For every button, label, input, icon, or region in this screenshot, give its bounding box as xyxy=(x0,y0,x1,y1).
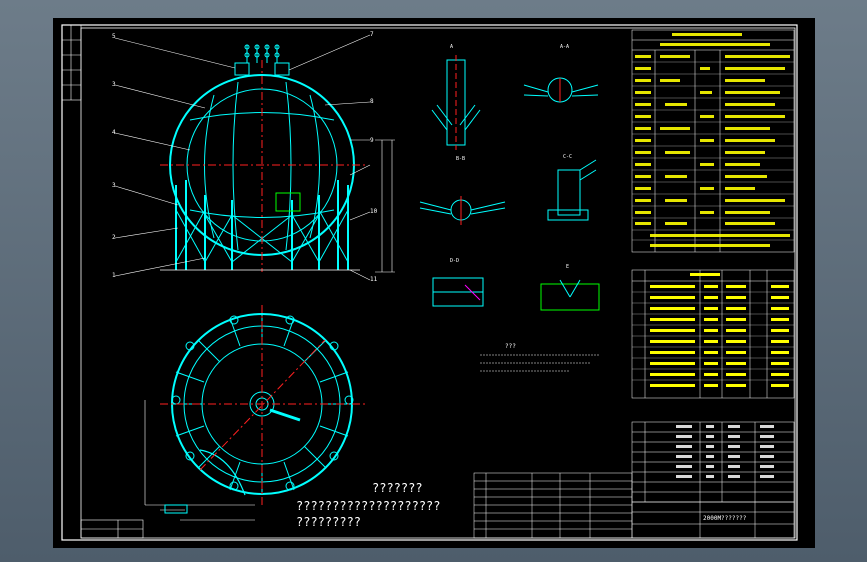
svg-text:C-C: C-C xyxy=(563,154,572,160)
title-block xyxy=(631,501,795,539)
sheet-border xyxy=(61,24,798,541)
svg-text:11: 11 xyxy=(370,276,378,283)
nozzle-table xyxy=(631,269,795,399)
spec-table-text xyxy=(635,33,790,247)
svg-text:10: 10 xyxy=(370,208,378,215)
big-note-line2: ???????????????????? xyxy=(296,499,441,513)
big-note: ??????? ???????????????????? ????????? xyxy=(296,481,441,529)
svg-text:8: 8 xyxy=(370,98,374,105)
detail-views xyxy=(419,55,600,311)
sphere-plan xyxy=(144,305,365,521)
parts-list xyxy=(631,421,795,503)
svg-text:7: 7 xyxy=(370,31,374,38)
big-note-line3: ????????? xyxy=(296,515,361,529)
spec-table xyxy=(631,29,795,253)
bom-table xyxy=(473,472,633,539)
big-note-line1: ??????? xyxy=(372,481,423,495)
svg-text:3: 3 xyxy=(112,182,116,189)
svg-text:D-D: D-D xyxy=(450,258,459,264)
title-block-name: 2000M??????? xyxy=(703,515,747,522)
svg-text:E: E xyxy=(566,264,569,270)
bottom-left-block xyxy=(80,519,144,539)
svg-text:1: 1 xyxy=(112,272,116,279)
nozzle-table-text xyxy=(650,273,789,387)
drawing-sheet xyxy=(53,18,815,548)
svg-text:A-A: A-A xyxy=(560,44,569,50)
svg-text:5: 5 xyxy=(112,33,116,40)
svg-text:A: A xyxy=(450,44,453,50)
notes-block: ??? xyxy=(480,343,600,372)
inner-frame xyxy=(80,27,796,539)
spec-table-rows xyxy=(632,61,794,241)
notes-heading: ??? xyxy=(505,343,516,350)
svg-text:4: 4 xyxy=(112,129,116,136)
svg-text:B-B: B-B xyxy=(456,156,465,162)
revision-table xyxy=(61,24,82,101)
svg-text:3: 3 xyxy=(112,81,116,88)
sphere-elevation: 5 3 4 3 2 1 7 8 9 10 11 xyxy=(112,31,395,283)
svg-text:2: 2 xyxy=(112,234,116,241)
svg-text:9: 9 xyxy=(370,137,374,144)
